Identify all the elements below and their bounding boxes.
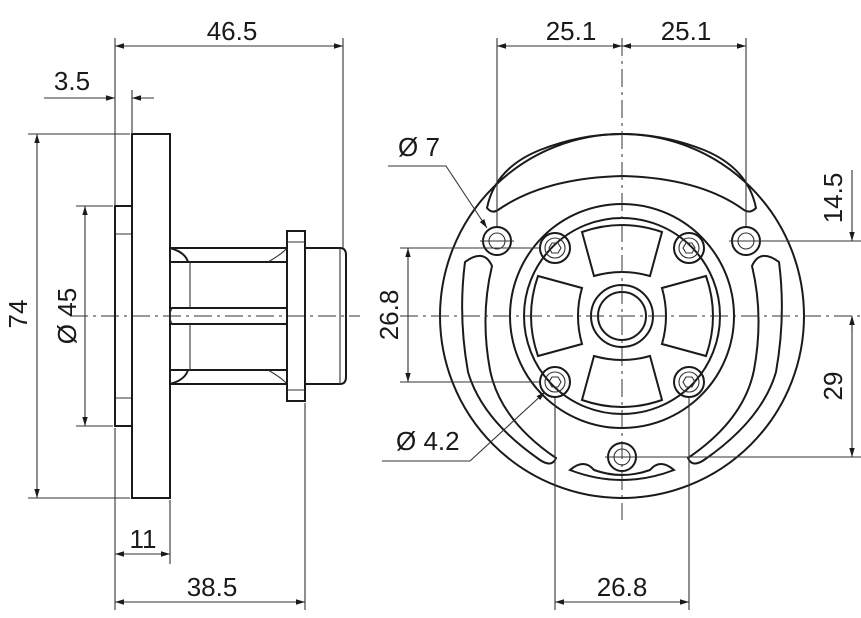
dim-hole-offset-bottom: 29 xyxy=(818,372,848,401)
side-view-dimensions: 46.5 3.5 74 Ø 45 11 38.5 xyxy=(3,16,344,610)
leader-line-7 xyxy=(388,165,488,229)
dim-pilot-diameter: Ø 45 xyxy=(52,288,82,344)
dim-overall-diameter: 74 xyxy=(3,300,33,329)
dim-mount-hole-diameter: Ø 7 xyxy=(398,132,440,162)
rear-collar xyxy=(286,230,306,402)
hub-lower xyxy=(169,369,287,385)
socket-screw xyxy=(673,366,705,398)
dim-pattern-horizontal: 26.8 xyxy=(597,572,648,602)
left-side-slot xyxy=(461,255,558,465)
pocket-right xyxy=(660,274,714,358)
right-side-slot xyxy=(686,255,783,465)
dim-overall-length: 46.5 xyxy=(207,16,258,46)
dim-flange-width: 11 xyxy=(130,524,157,554)
hub-web-end xyxy=(169,307,173,325)
dim-hole-spacing-right: 25.1 xyxy=(661,16,712,46)
dim-body-length: 38.5 xyxy=(187,572,238,602)
hub-upper-fillet xyxy=(267,247,288,263)
dim-flange-thickness: 3.5 xyxy=(54,66,90,96)
top-arc-slot xyxy=(485,133,758,213)
socket-screw xyxy=(673,232,705,264)
pocket-left xyxy=(530,274,584,358)
dim-hole-spacing-left: 25.1 xyxy=(546,16,597,46)
front-view xyxy=(400,38,861,520)
socket-screw xyxy=(539,232,571,264)
bottom-slot xyxy=(568,463,676,481)
dim-hole-offset-top: 14.5 xyxy=(818,173,848,224)
hub-lower-fillet xyxy=(267,369,288,385)
leader-line-4-2 xyxy=(382,391,546,462)
pocket-top xyxy=(580,224,664,278)
front-view-dimensions: 25.1 25.1 Ø 7 14.5 26.8 Ø 4.2 29 26.8 xyxy=(374,16,855,610)
end-boss xyxy=(305,247,347,385)
dim-screw-hole-diameter: Ø 4.2 xyxy=(396,426,460,456)
side-view xyxy=(70,133,360,499)
dim-pattern-vertical: 26.8 xyxy=(374,290,404,341)
pocket-bottom xyxy=(580,354,664,408)
hub-upper xyxy=(169,247,287,263)
